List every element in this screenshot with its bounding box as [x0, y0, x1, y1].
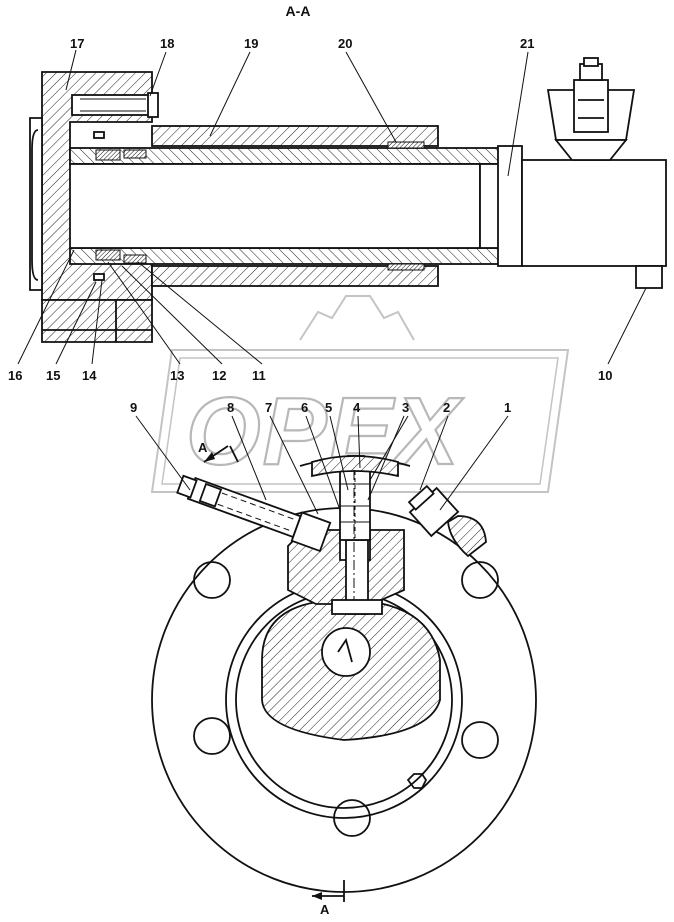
outer-sleeve-top [151, 125, 439, 147]
bolt-hole [333, 799, 371, 837]
pin [635, 265, 663, 289]
callout-1: 1 [504, 400, 511, 415]
callout-19: 19 [244, 36, 258, 51]
callout-12: 12 [212, 368, 226, 383]
callout-5: 5 [325, 400, 332, 415]
callout-8: 8 [227, 400, 234, 415]
bolt-hole [193, 717, 231, 755]
left-cover [29, 117, 43, 291]
section-title: A-A [286, 3, 311, 19]
callout-11: 11 [252, 368, 266, 383]
callout-6: 6 [301, 400, 308, 415]
section-view-a-a [29, 57, 667, 343]
callout-20: 20 [338, 36, 352, 51]
bolt-hole [461, 721, 499, 759]
bolt-hole [461, 561, 499, 599]
callout-3: 3 [402, 400, 409, 415]
callout-15: 15 [46, 368, 60, 383]
view-arrow-label: A [198, 440, 208, 455]
front-view: A A [151, 440, 537, 917]
callout-4: 4 [353, 400, 361, 415]
callout-21: 21 [520, 36, 534, 51]
callout-9: 9 [130, 400, 137, 415]
section-marker-label: A [320, 902, 330, 917]
callout-10: 10 [598, 368, 612, 383]
outer-sleeve-bottom [151, 265, 439, 287]
bolt [71, 94, 151, 116]
callout-18: 18 [160, 36, 174, 51]
bolt-hole [193, 561, 231, 599]
callout-14: 14 [82, 368, 97, 383]
callout-17: 17 [70, 36, 84, 51]
callouts: 17 18 19 20 21 10 11 12 13 14 15 16 1 2 … [8, 36, 612, 415]
callout-13: 13 [170, 368, 184, 383]
end-block [521, 159, 667, 267]
callout-16: 16 [8, 368, 22, 383]
rod-bore [69, 163, 481, 249]
leader-lines [17, 49, 647, 515]
callout-2: 2 [443, 400, 450, 415]
callout-7: 7 [265, 400, 272, 415]
